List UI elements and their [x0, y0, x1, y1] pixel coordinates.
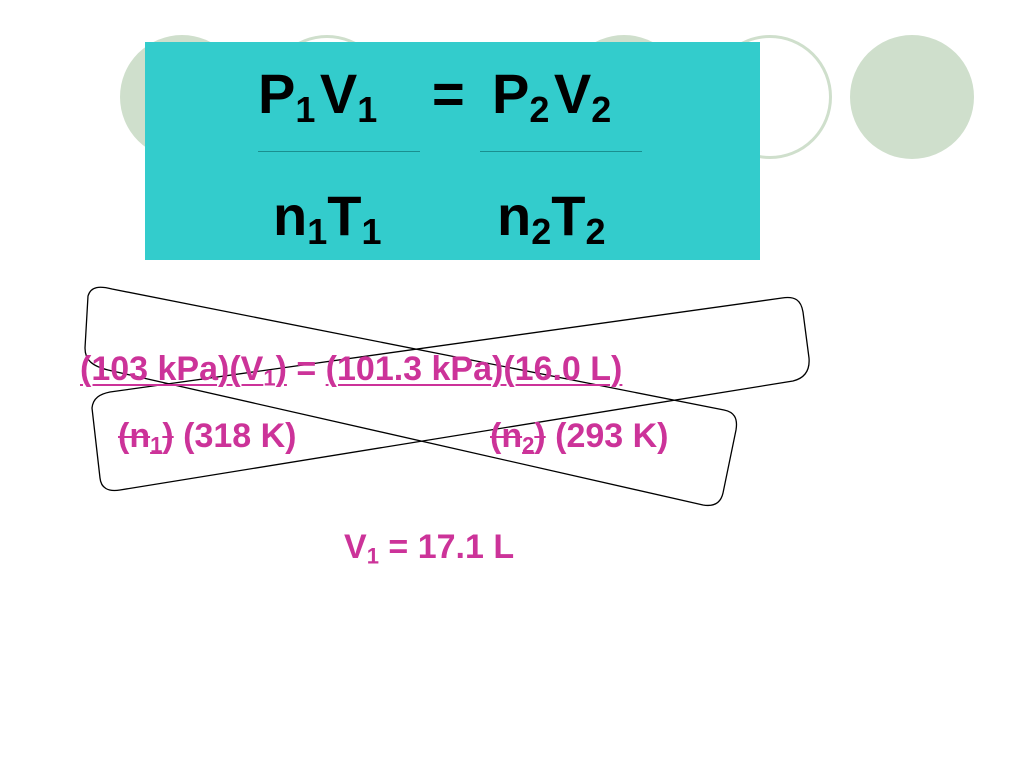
loop-descending [84, 286, 738, 507]
formula-box [145, 42, 760, 260]
left-numerator: (103 kPa)(V1) [80, 350, 287, 391]
formula-equals: = [432, 62, 465, 125]
result-line: V1 = 17.1 L [344, 528, 515, 569]
fraction-bar-right [480, 151, 642, 152]
right-den-n: (n2) [490, 417, 546, 458]
left-den-t: (318 K) [183, 417, 297, 455]
left-den-n: (n1) [118, 417, 174, 458]
work-denominator-right: (n2) (293 K) [490, 419, 669, 457]
work-equals: = [296, 350, 317, 388]
formula-denominator-left: n1T1 [273, 184, 382, 252]
loop-ascending [91, 296, 810, 492]
formula-denominator-right: n2T2 [497, 184, 606, 252]
right-numerator: (101.3 kPa)(16.0 L) [325, 350, 623, 388]
right-den-t: (293 K) [555, 417, 669, 455]
fraction-bar-left [258, 151, 420, 152]
formula-numerator-left: P1 V1 [258, 62, 378, 130]
decor-circle-filled [850, 35, 974, 159]
work-numerator-line: (103 kPa)(V1) = (101.3 kPa)(16.0 L) [80, 352, 622, 390]
formula-numerator-right: P2 V2 [492, 62, 612, 130]
work-denominator-left: (n1) (318 K) [118, 419, 297, 457]
